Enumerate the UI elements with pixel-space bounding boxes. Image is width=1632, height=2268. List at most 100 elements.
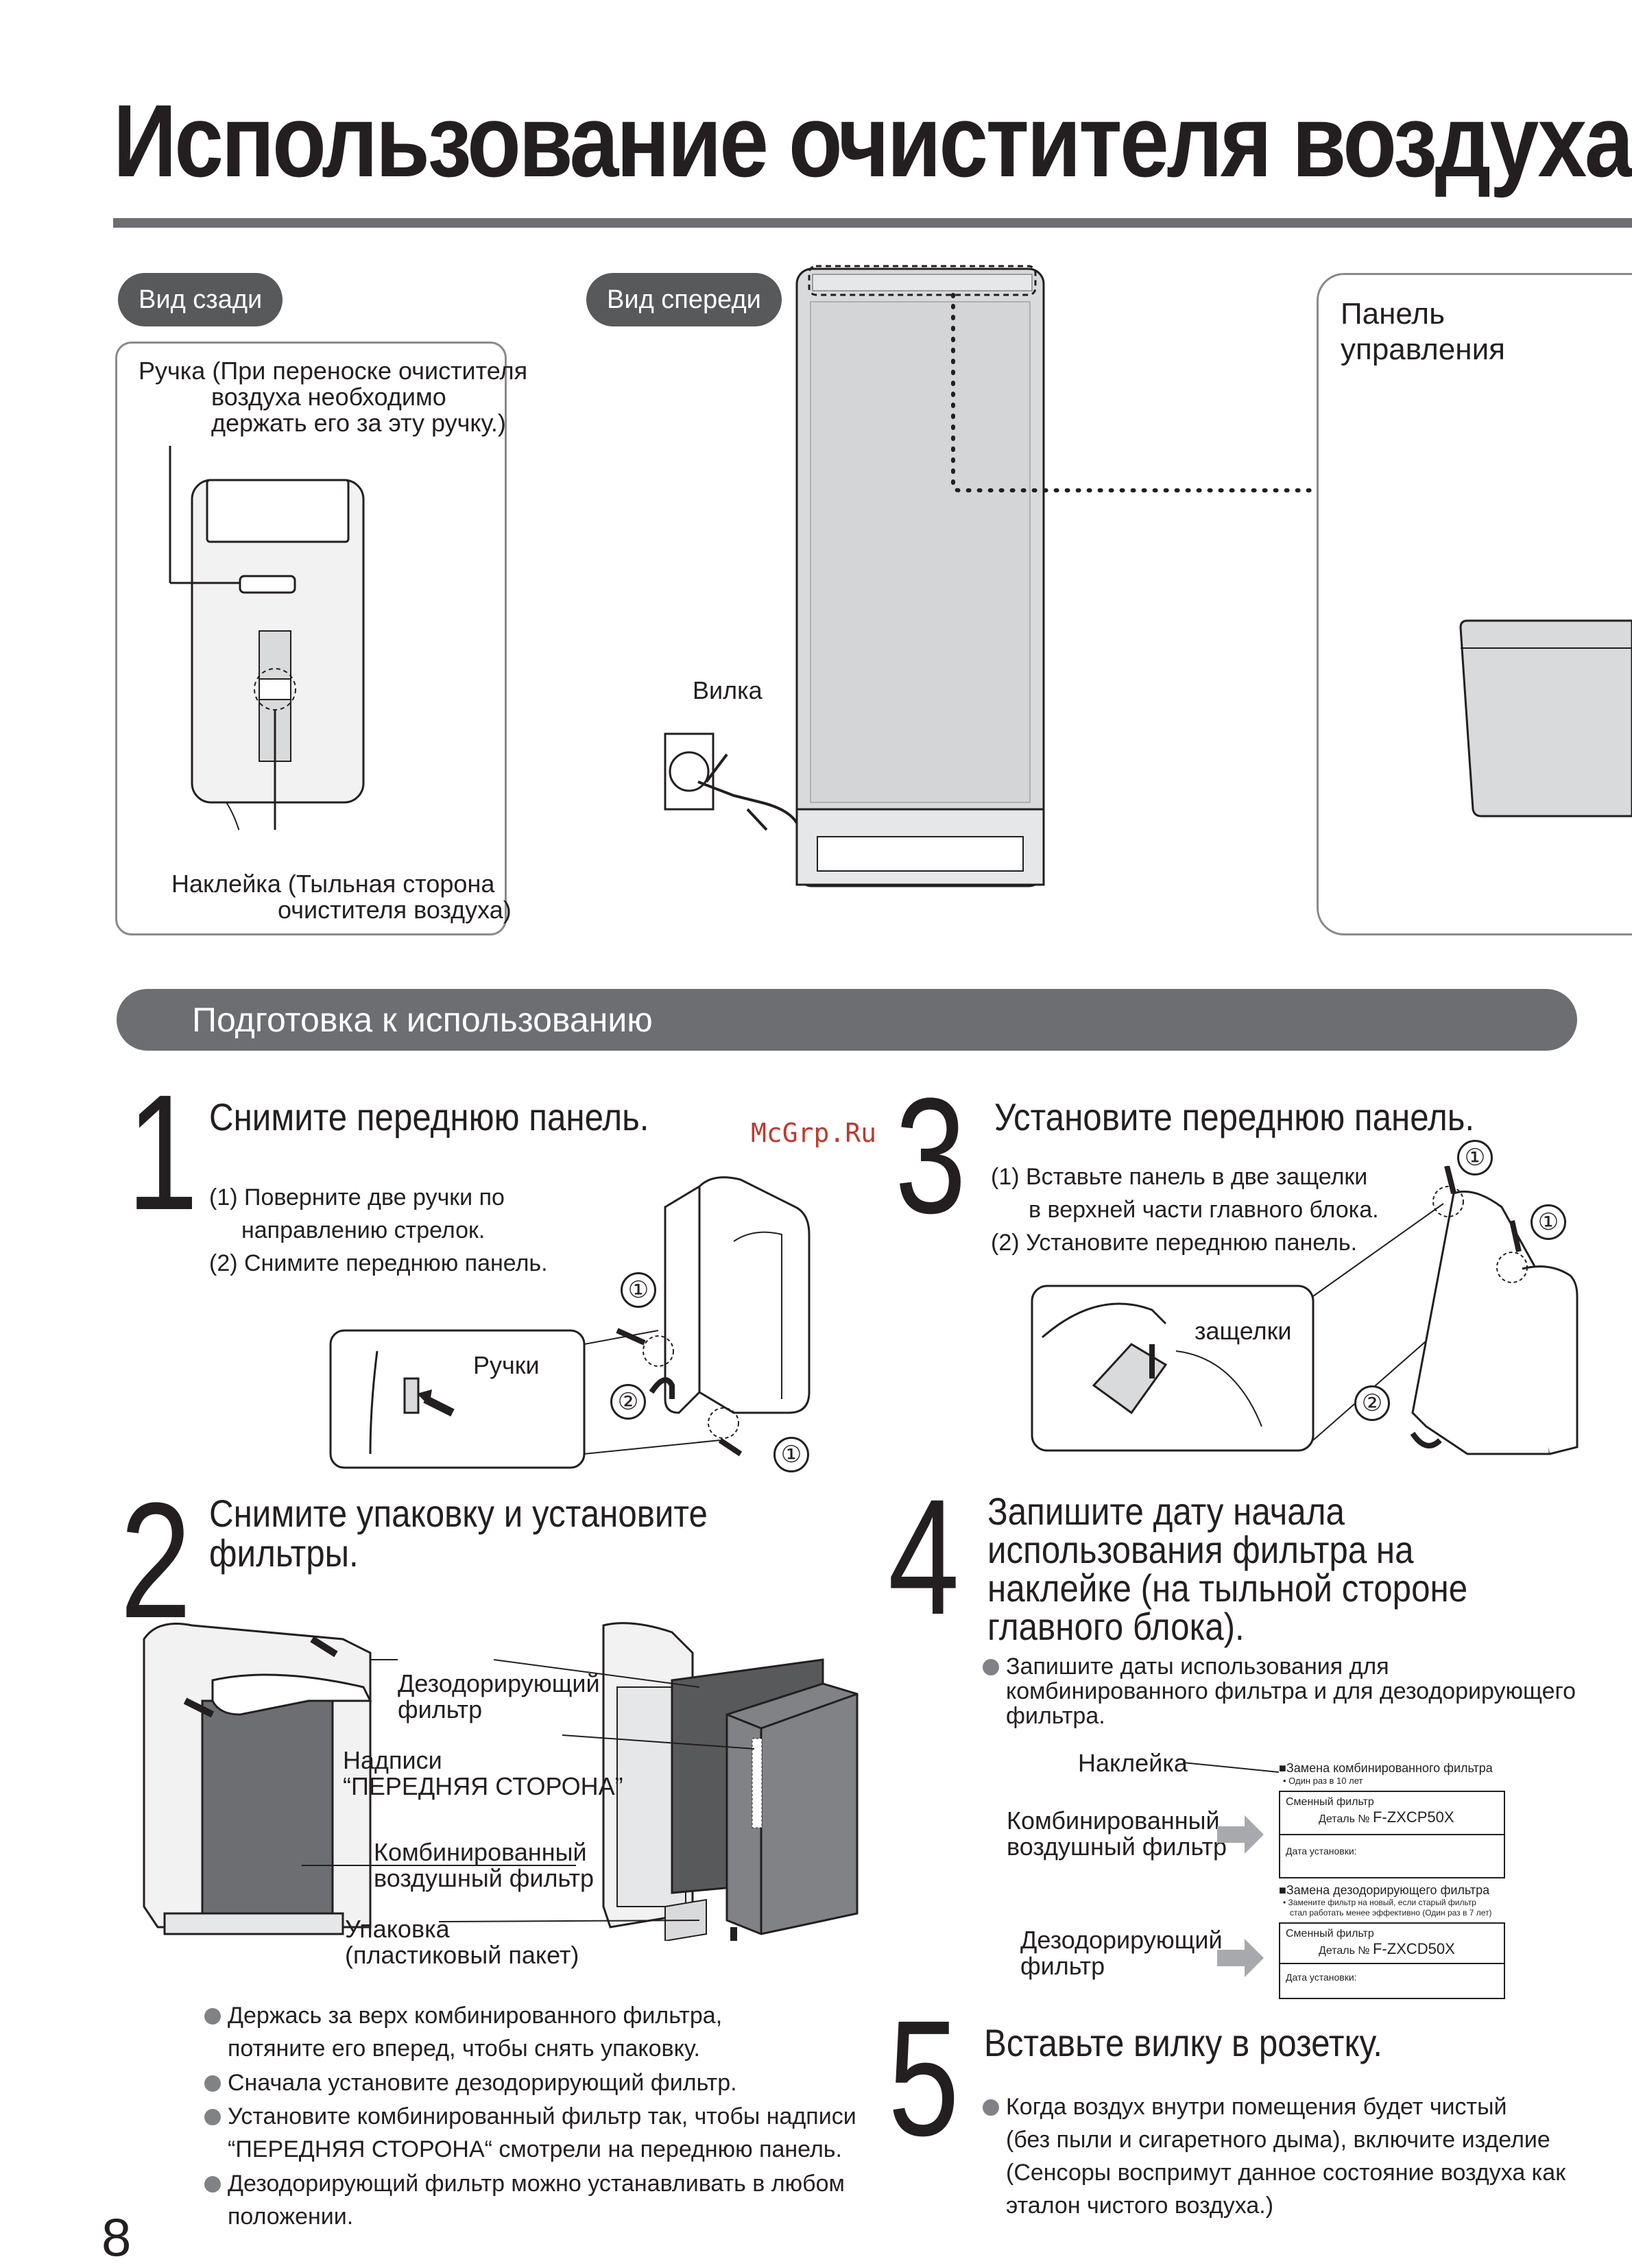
- step2-heading-line2: фильтры.: [209, 1531, 359, 1575]
- front-purifier-illustration: [664, 265, 1312, 887]
- step3-callout: защелки: [1195, 1317, 1292, 1345]
- deodor-filter-label-line1: Дезодорирующий: [398, 1669, 600, 1697]
- arrow-to-sticker1-icon: [1217, 1815, 1264, 1854]
- step4-bullet-line2: комбинированного фильтра и для дезодорир…: [1006, 1678, 1576, 1704]
- step4-heading-line2: использования фильтра на: [987, 1528, 1414, 1571]
- sticker-deodor-filter: ■Замена дезодорирующего фильтра • Замени…: [1279, 1883, 1505, 2006]
- packaging-label-line2: (пластиковый пакет): [345, 1941, 579, 1969]
- bullet-dot: [983, 1659, 999, 1675]
- combined-label-line2: воздушный фильтр: [1007, 1833, 1227, 1861]
- sticker2-part-prefix: Деталь №: [1319, 1945, 1370, 1957]
- step1-heading: Снимите переднюю панель.: [209, 1095, 649, 1138]
- handle-note-line1: Ручка (При переноске очистителя: [139, 357, 528, 385]
- sticker-label: Наклейка: [1078, 1749, 1188, 1777]
- step2-bullet-1-cont: потяните его вперед, чтобы снять упаковк…: [228, 2036, 700, 2062]
- step5-bullet-line4: эталон чистого воздуха.): [1006, 2193, 1274, 2219]
- step2-bullet-4-line1: Дезодорирующий фильтр можно устанавливат…: [228, 2171, 845, 2197]
- sticker1-row1: Сменный фильтр: [1286, 1796, 1374, 1808]
- step1-line3: (2) Снимите переднюю панель.: [209, 1250, 548, 1276]
- step5-heading: Вставьте вилку в розетку.: [984, 2021, 1382, 2064]
- bullet-dot: [983, 2099, 999, 2116]
- step1-mark-1a: ①: [621, 1272, 656, 1308]
- deodor-label-line2: фильтр: [1020, 1952, 1105, 1980]
- step3-mark-1a: ①: [1457, 1140, 1493, 1175]
- step4-bullet: Запишите даты использования для: [983, 1654, 1389, 1679]
- step1-illustration: [329, 1176, 811, 1469]
- step5-bullet-line1: Когда воздух внутри помещения будет чист…: [1006, 2094, 1507, 2120]
- step1-line1: (1) Поверните две ручки по: [209, 1184, 505, 1210]
- sticker2-part-number: F-ZXCD50X: [1372, 1940, 1455, 1957]
- page-title: Использование очистителя воздуха: [113, 83, 1632, 198]
- sticker1-part-prefix: Деталь №: [1319, 1813, 1370, 1825]
- watermark: McGrp.Ru: [751, 1118, 877, 1148]
- sticker2-row1: Сменный фильтр: [1286, 1928, 1374, 1939]
- step2-bullet-1: Держась за верх комбинированного фильтра…: [204, 1999, 722, 2032]
- deodor-label-line1: Дезодорирующий: [1020, 1926, 1223, 1954]
- step3-line3: (2) Установите переднюю панель.: [991, 1230, 1358, 1256]
- step1-mark-1b: ①: [773, 1437, 809, 1472]
- step3-mark-1b: ①: [1531, 1204, 1566, 1240]
- bullet-dot: [204, 2075, 221, 2092]
- step2-bullet-2-line1: Сначала установите дезодорирующий фильтр…: [228, 2070, 737, 2096]
- step5-bullet-line3: (Сенсоры воспримут данное состояние возд…: [1006, 2160, 1566, 2186]
- control-panel-label-line2: управления: [1341, 333, 1505, 366]
- combined-filter-label-line2: воздушный фильтр: [374, 1864, 594, 1892]
- step3-line1: (1) Вставьте панель в две защелки: [991, 1164, 1368, 1190]
- rear-view-label: Вид сзади: [118, 273, 283, 326]
- sticker1-date: Дата установки:: [1280, 1834, 1504, 1859]
- packaging-label-line1: Упаковка: [345, 1915, 450, 1943]
- sticker2-note2: стал работать менее эффективно (Один раз…: [1290, 1908, 1492, 1918]
- step2-bullet-4-cont: положении.: [228, 2204, 354, 2230]
- step1-number: 1: [127, 1060, 199, 1244]
- sticker-note-line2: очистителя воздуха): [278, 896, 512, 924]
- step5-bullet-line2: (без пыли и сигаретного дыма), включите …: [1006, 2127, 1550, 2153]
- handle-note-line2: воздуха необходимо: [211, 383, 446, 411]
- sticker2-date: Дата установки:: [1280, 1963, 1504, 1985]
- sticker2-title: ■Замена дезодорирующего фильтра: [1279, 1883, 1490, 1897]
- step2-bullet-3-line1: Установите комбинированный фильтр так, ч…: [228, 2103, 856, 2129]
- sticker1-note: • Один раз в 10 лет: [1283, 1776, 1363, 1786]
- sticker-note-line1: Наклейка (Тыльная сторона: [171, 870, 495, 898]
- deodor-filter-label-line2: фильтр: [398, 1695, 483, 1723]
- step4-heading-line4: главного блока).: [987, 1605, 1245, 1648]
- step2-bullet-3: Установите комбинированный фильтр так, ч…: [204, 2100, 856, 2133]
- plug-label: Вилка: [693, 676, 763, 704]
- sticker1-title: ■Замена комбинированного фильтра: [1279, 1761, 1493, 1775]
- bullet-dot: [204, 2176, 221, 2193]
- arrow-to-sticker2-icon: [1217, 1939, 1264, 1977]
- front-view-label: Вид спереди: [586, 273, 782, 326]
- combined-label-line1: Комбинированный: [1007, 1806, 1220, 1835]
- step1-mark-2: ②: [610, 1384, 646, 1420]
- bullet-dot: [204, 2109, 221, 2125]
- inscription-label-line1: Надписи: [343, 1746, 442, 1774]
- step2-bullet-2: Сначала установите дезодорирующий фильтр…: [204, 2066, 737, 2099]
- step3-illustration: [1031, 1166, 1579, 1455]
- control-panel-illustration: [1459, 619, 1632, 817]
- step2-illustration: [143, 1622, 859, 1941]
- rear-purifier-illustration: [169, 446, 365, 830]
- step2-bullet-3-cont: “ПЕРЕДНЯЯ СТОРОНА“ смотрели на переднюю …: [228, 2136, 842, 2162]
- step2-bullet-4: Дезодорирующий фильтр можно устанавливат…: [204, 2167, 845, 2200]
- sticker2-note1: • Замените фильтр на новый, если старый …: [1283, 1898, 1476, 1907]
- section-header: Подготовка к использованию: [117, 989, 1577, 1051]
- step4-bullet-line3: фильтра.: [1006, 1703, 1105, 1729]
- step5-bullet: Когда воздух внутри помещения будет чист…: [983, 2090, 1507, 2123]
- title-rule: [113, 218, 1632, 228]
- step3-line2: в верхней части главного блока.: [1029, 1197, 1379, 1223]
- sticker-combined-filter: ■Замена комбинированного фильтра • Один …: [1279, 1760, 1505, 1884]
- step4-number: 4: [888, 1465, 960, 1649]
- sticker1-part-number: F-ZXCP50X: [1372, 1809, 1454, 1826]
- step3-heading: Установите переднюю панель.: [994, 1095, 1475, 1138]
- control-panel-box: [1317, 273, 1632, 935]
- step3-mark-2: ②: [1354, 1385, 1390, 1421]
- step4-heading-line3: наклейке (на тыльной стороне: [987, 1566, 1468, 1610]
- bullet-dot: [204, 2008, 221, 2025]
- step4-heading-line1: Запишите дату начала: [987, 1490, 1345, 1533]
- step2-heading-line1: Снимите упаковку и установите: [209, 1492, 708, 1535]
- step4-bullet-line1: Запишите даты использования для: [1006, 1654, 1389, 1680]
- step5-number: 5: [888, 1986, 960, 2170]
- step2-bullet-1-line1: Держась за верх комбинированного фильтра…: [228, 2003, 723, 2029]
- control-panel-label-line1: Панель: [1341, 297, 1445, 331]
- sticker-leader-line: [1183, 1762, 1279, 1773]
- step2-number: 2: [120, 1468, 192, 1652]
